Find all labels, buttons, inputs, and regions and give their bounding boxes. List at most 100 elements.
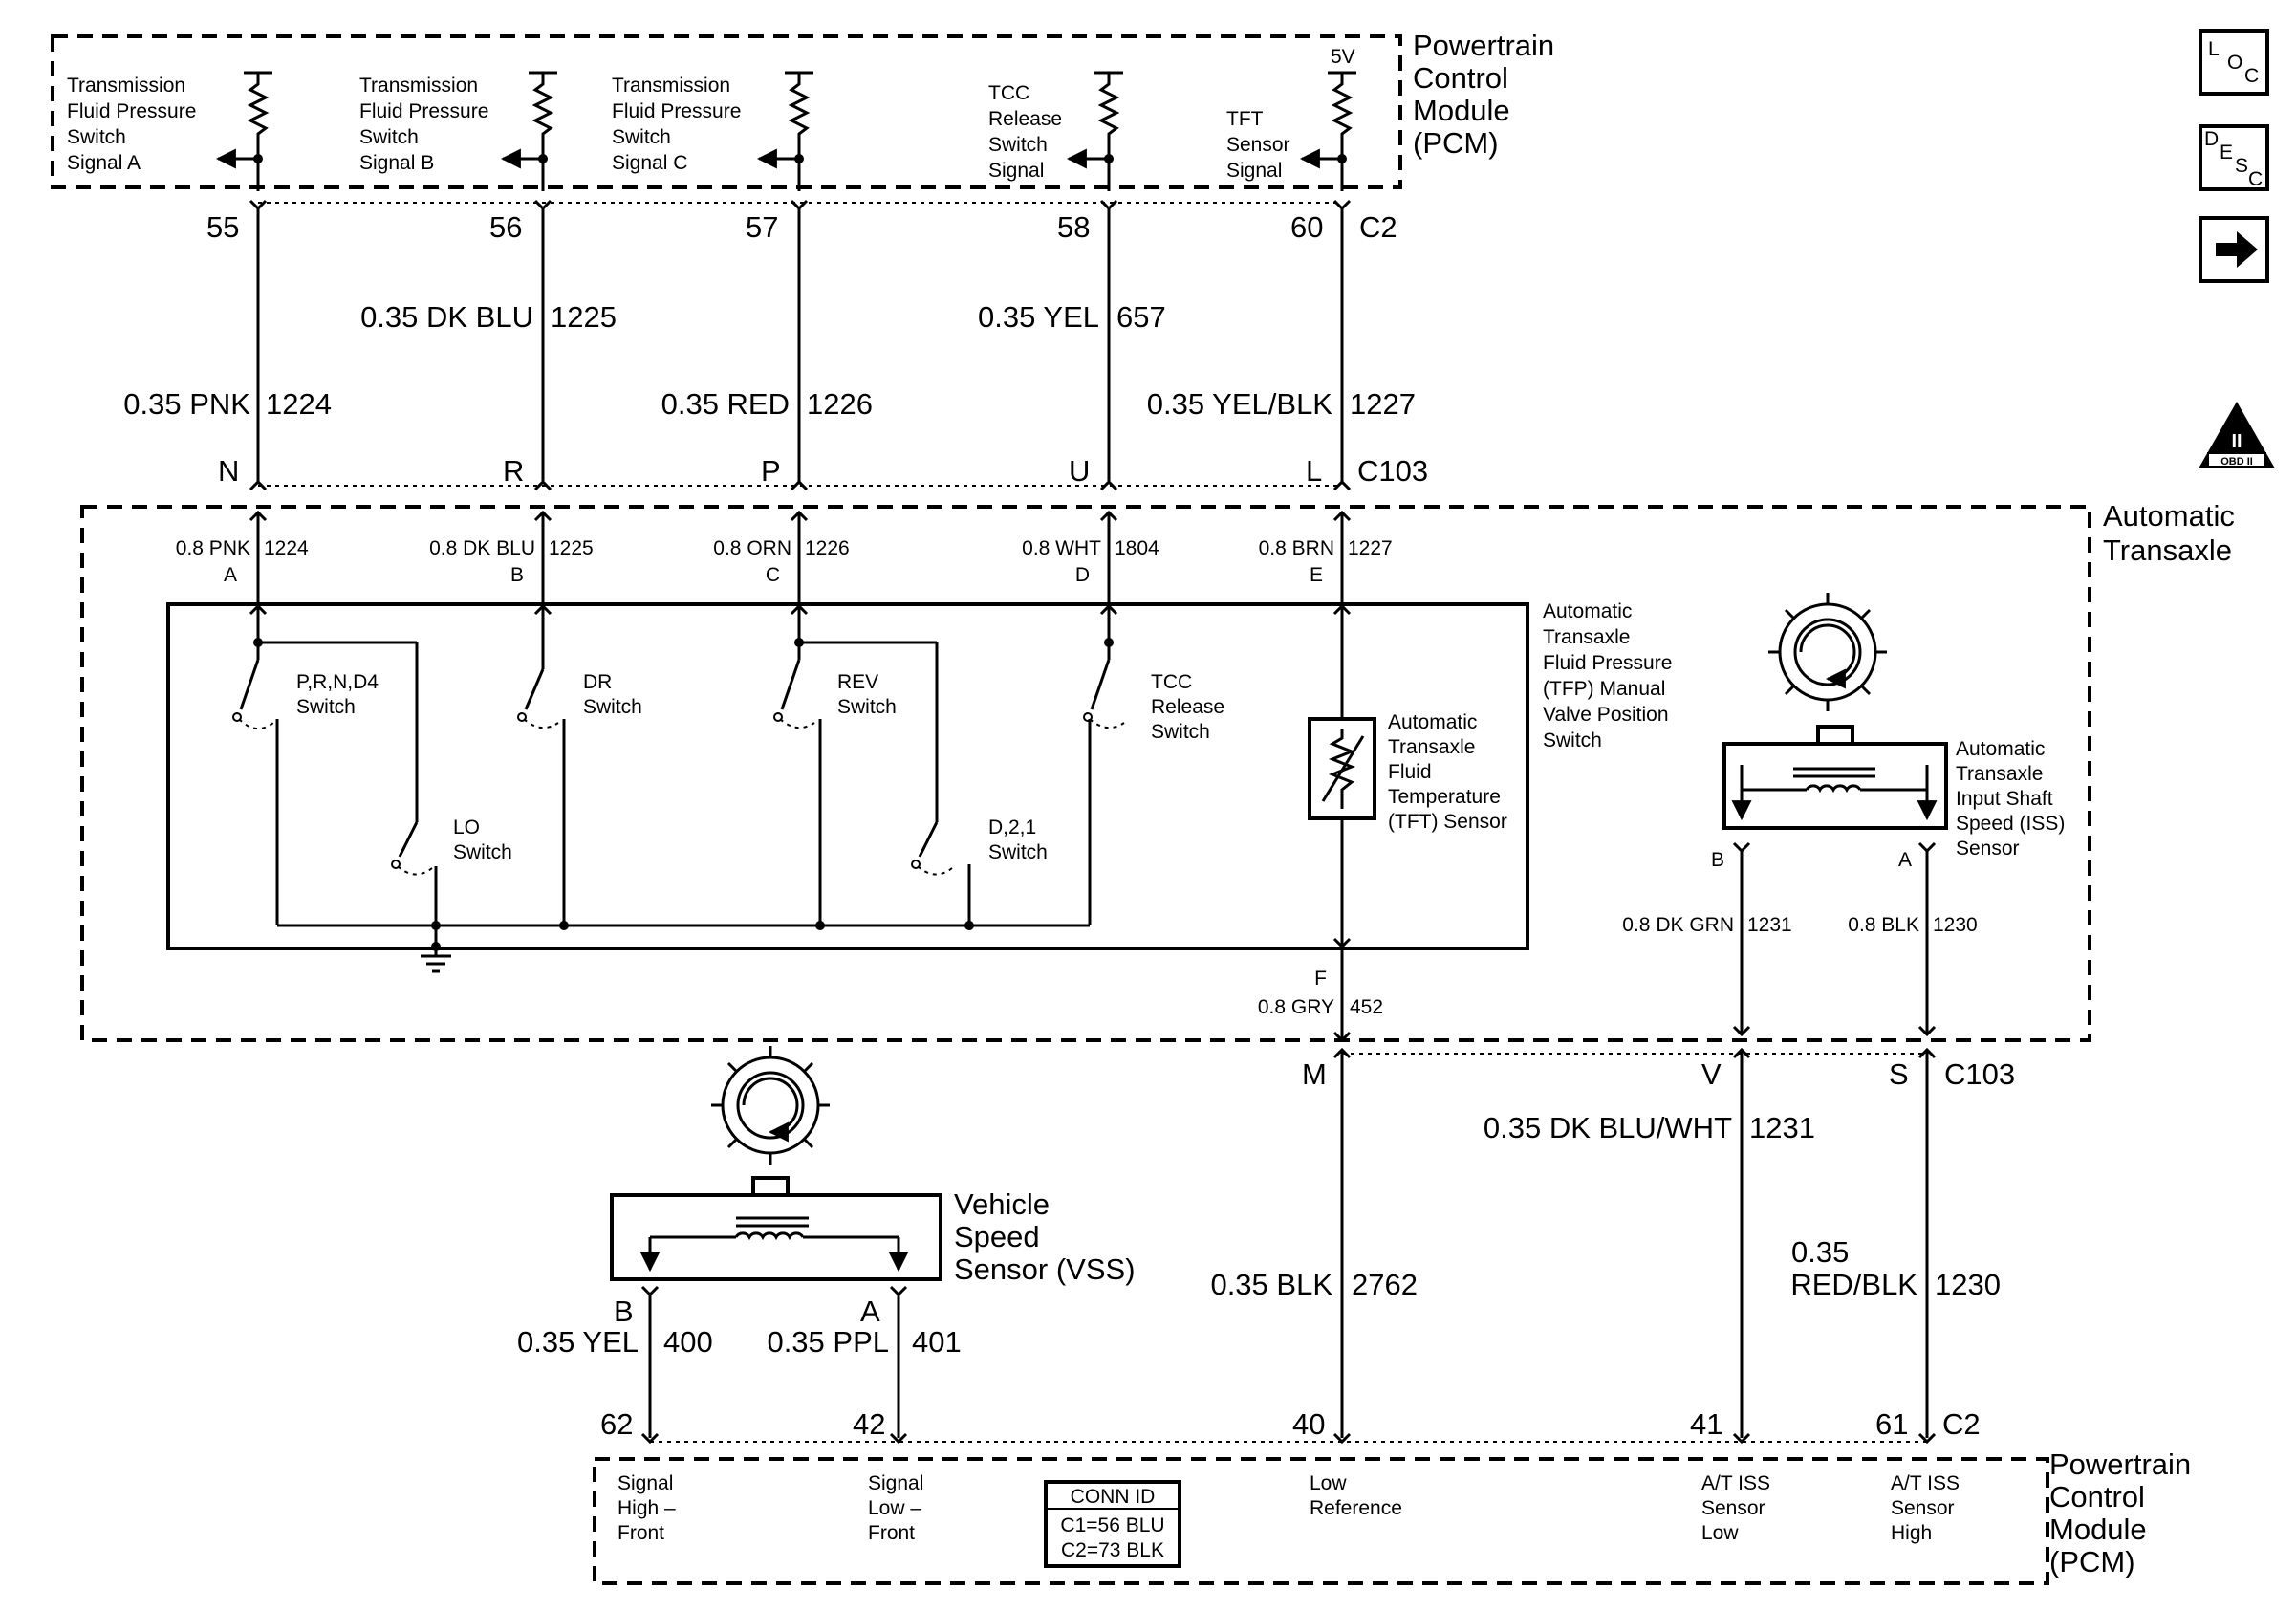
pcm-bottom-iss-low: A/T ISS Sensor Low: [1701, 1472, 1770, 1544]
transaxle-name-2: Transaxle: [2103, 533, 2232, 567]
pcm-top-name-2: Control: [1413, 61, 1508, 95]
pcm-top: Powertrain Control Module (PCM) Transmis…: [51, 29, 1554, 191]
gear-icon: [1768, 593, 1887, 711]
svg-text:A/T ISS: A/T ISS: [1891, 1472, 1960, 1494]
dr-switch-label: DR Switch: [583, 671, 642, 718]
wire-1224-color: 0.35 PNK: [123, 387, 250, 421]
svg-text:Signal: Signal: [1226, 160, 1282, 182]
tfp-internal-circuit: [232, 612, 1376, 973]
pcm-bottom-signal-low-front: Signal Low – Front: [868, 1472, 923, 1544]
svg-text:Transaxle: Transaxle: [1388, 736, 1475, 758]
term-d-circuit: 1804: [1115, 537, 1159, 559]
svg-text:(TFT) Sensor: (TFT) Sensor: [1388, 811, 1507, 833]
pcm-top-conn-c2: C2: [1359, 210, 1397, 244]
description-icon[interactable]: D E S C: [2199, 124, 2269, 191]
svg-text:Transaxle: Transaxle: [1543, 626, 1630, 648]
term-e-circuit: 1227: [1348, 537, 1393, 559]
pcm-top-signal-c: Transmission Fluid Pressure Switch Signa…: [612, 75, 741, 174]
svg-text:Transmission: Transmission: [359, 75, 478, 97]
svg-text:C1=56 BLU: C1=56 BLU: [1060, 1514, 1164, 1536]
svg-text:CONN ID: CONN ID: [1071, 1486, 1156, 1508]
svg-text:Switch: Switch: [453, 841, 512, 863]
c103-pin-v: V: [1701, 1057, 1722, 1091]
term-b-circuit: 1225: [549, 537, 594, 559]
svg-text:LO: LO: [453, 816, 480, 838]
svg-text:Sensor: Sensor: [1956, 838, 2020, 860]
svg-text:Release: Release: [1151, 696, 1224, 718]
svg-text:Front: Front: [617, 1522, 664, 1544]
lower-harness: M V S C103 0.35 BLK 2762 0.35 DK BLU/WHT…: [650, 1047, 2015, 1445]
pcm-top-pin-58: 58: [1057, 210, 1090, 244]
svg-text:Sensor (VSS): Sensor (VSS): [954, 1252, 1136, 1286]
svg-text:TCC: TCC: [988, 82, 1029, 104]
iss-pin-b: B: [1711, 849, 1724, 871]
pcm-bottom-name-2: Control: [2049, 1480, 2145, 1513]
svg-text:Low: Low: [1701, 1522, 1739, 1544]
svg-text:High –: High –: [617, 1497, 676, 1519]
svg-text:OBD II: OBD II: [2220, 456, 2253, 468]
wire-657-circuit: 657: [1116, 300, 1166, 334]
svg-text:Switch: Switch: [837, 696, 897, 718]
term-f-color: 0.8 GRY: [1258, 996, 1334, 1018]
transaxle-name-1: Automatic: [2103, 499, 2235, 533]
svg-text:Switch: Switch: [988, 841, 1048, 863]
wire-1226-color: 0.35 RED: [661, 387, 790, 421]
svg-text:Switch: Switch: [1151, 721, 1210, 743]
wire-1230-color-1: 0.35: [1791, 1235, 1849, 1269]
svg-text:Sensor: Sensor: [1701, 1497, 1765, 1519]
svg-text:C: C: [2244, 65, 2259, 87]
c103-pin-p: P: [761, 454, 781, 488]
c103-lower-label: C103: [1944, 1057, 2015, 1091]
term-e-pin: E: [1310, 564, 1323, 586]
d21-switch-label: D,2,1 Switch: [988, 816, 1048, 863]
pcm-top-pin-56: 56: [489, 210, 522, 244]
svg-text:Switch: Switch: [359, 126, 419, 148]
svg-text:S: S: [2235, 155, 2248, 177]
rev-switch-label: REV Switch: [837, 671, 897, 718]
svg-text:Reference: Reference: [1310, 1497, 1402, 1519]
iss-wire-b-color: 0.8 DK GRN: [1622, 914, 1734, 936]
iss-sensor: Automatic Transaxle Input Shaft Speed (I…: [1722, 593, 2065, 860]
svg-text:Switch: Switch: [988, 134, 1048, 156]
next-arrow-icon[interactable]: [2199, 216, 2269, 283]
pcm-top-5v-label: 5V: [1331, 46, 1355, 68]
iss-wire-a-circuit: 1230: [1933, 914, 1978, 936]
pcm-top-name-3: Module: [1413, 94, 1510, 127]
term-d-pin: D: [1075, 564, 1090, 586]
wire-1225-circuit: 1225: [551, 300, 617, 334]
svg-text:Speed: Speed: [954, 1220, 1040, 1253]
wire-1230-circuit: 1230: [1935, 1268, 2001, 1301]
pcm-top-pullups: [215, 71, 1356, 191]
tfp-switch-assembly: [166, 602, 1529, 950]
vss-sensor: Vehicle Speed Sensor (VSS) B A 0.35 YEL …: [517, 1046, 1136, 1445]
svg-text:Fluid Pressure: Fluid Pressure: [359, 100, 488, 122]
transaxle-boundary: [80, 505, 2091, 1042]
svg-text:Temperature: Temperature: [1388, 786, 1501, 808]
pcm-top-boundary: [51, 34, 1402, 189]
svg-text:TCC: TCC: [1151, 671, 1192, 693]
svg-text:Vehicle: Vehicle: [954, 1187, 1050, 1221]
c103-upper-label: C103: [1357, 454, 1428, 488]
svg-text:L: L: [2208, 38, 2220, 60]
gear-icon: [711, 1046, 830, 1165]
pcm-top-name-1: Powertrain: [1413, 29, 1554, 62]
wire-1227-circuit: 1227: [1350, 387, 1416, 421]
location-icon[interactable]: L O C: [2199, 29, 2269, 96]
term-f-pin: F: [1314, 968, 1327, 990]
svg-text:Signal B: Signal B: [359, 152, 434, 174]
svg-text:P,R,N,D4: P,R,N,D4: [296, 671, 379, 693]
svg-text:Low –: Low –: [868, 1497, 921, 1519]
svg-text:A/T ISS: A/T ISS: [1701, 1472, 1770, 1494]
svg-text:Input Shaft: Input Shaft: [1956, 788, 2053, 810]
c103-pin-l: L: [1306, 454, 1322, 488]
svg-text:Front: Front: [868, 1522, 915, 1544]
svg-text:Release: Release: [988, 108, 1062, 130]
term-b-color: 0.8 DK BLU: [429, 537, 535, 559]
term-a-circuit: 1224: [264, 537, 309, 559]
wire-1227-color: 0.35 YEL/BLK: [1147, 387, 1333, 421]
svg-text:Transaxle: Transaxle: [1956, 763, 2043, 785]
svg-text:Automatic: Automatic: [1388, 711, 1477, 733]
svg-text:Sensor: Sensor: [1891, 1497, 1955, 1519]
iss-wire-b-circuit: 1231: [1747, 914, 1792, 936]
